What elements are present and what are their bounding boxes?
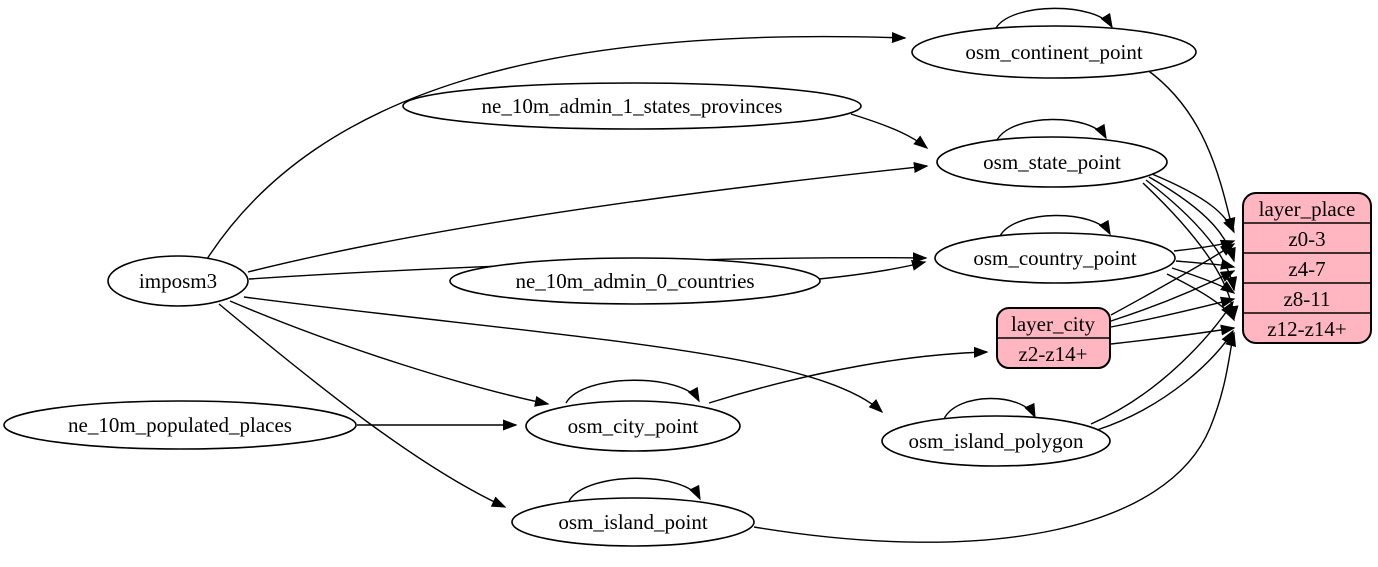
node-osm-city-point-label: osm_city_point [568,414,699,438]
node-osm-city-point: osm_city_point [525,400,741,452]
edge-osm-continent-point-to-layer-place-z0-3 [1145,68,1236,233]
node-osm-country-point-label: osm_country_point [973,246,1136,270]
edge-layer-city-to-layer-place-z4-7 [1110,270,1236,322]
edges-layer [206,7,1239,543]
node-osm-state-point-label: osm_state_point [983,150,1121,174]
node-layer-city: layer_city z2-z14+ [996,307,1111,369]
nodes-layer: imposm3 ne_10m_admin_1_states_provinces … [3,25,1372,547]
node-layer-place-row-z12-z14: z12-z14+ [1267,317,1346,341]
node-ne-10m-admin-1-states-provinces-label: ne_10m_admin_1_states_provinces [482,94,783,118]
node-ne-10m-admin-0-countries: ne_10m_admin_0_countries [449,257,821,305]
edge-osm-country-point-to-layer-place-z8-11 [1171,267,1236,294]
node-osm-continent-point-label: osm_continent_point [965,40,1142,64]
edge-self-osm-city-point [565,379,700,404]
edge-osm-island-polygon-to-layer-place-z12-z14 [1096,329,1234,431]
edge-imposm3-to-osm-state-point [247,161,929,273]
node-imposm3: imposm3 [107,255,249,307]
node-osm-continent-point: osm_continent_point [911,25,1197,79]
node-ne-10m-admin-0-countries-label: ne_10m_admin_0_countries [515,269,754,293]
edge-imposm3-to-osm-city-point [229,300,550,407]
edge-osm-state-point-to-layer-place-z0-3 [1151,173,1235,234]
edge-osm-country-point-to-layer-place-z4-7 [1175,258,1236,270]
edge-ne-10m-admin-0-countries-to-osm-country-point [818,259,927,280]
node-osm-country-point: osm_country_point [934,232,1176,284]
edge-self-osm-continent-point [995,7,1113,29]
node-layer-place-row-z4-7: z4-7 [1288,257,1325,281]
node-layer-city-title: layer_city [1011,312,1095,336]
edge-osm-island-polygon-to-layer-place-z8-11 [1090,300,1234,425]
node-layer-city-row-z2-z14: z2-z14+ [1019,342,1088,366]
edge-osm-country-point-to-layer-place-z0-3 [1173,239,1236,252]
edge-self-osm-island-point [568,477,701,502]
node-osm-island-polygon-label: osm_island_polygon [908,429,1084,453]
node-osm-island-polygon: osm_island_polygon [881,415,1111,467]
node-ne-10m-admin-1-states-provinces: ne_10m_admin_1_states_provinces [402,82,862,130]
edge-osm-city-point-to-layer-city [708,346,989,404]
node-osm-state-point: osm_state_point [936,136,1168,188]
edge-layer-city-to-layer-place-z12-z14 [1110,324,1236,345]
edge-self-osm-country-point [999,214,1111,237]
node-ne-10m-populated-places: ne_10m_populated_places [3,400,357,450]
node-layer-place-title: layer_place [1259,197,1356,221]
edge-layer-city-to-layer-place-z8-11 [1110,296,1236,328]
node-layer-place-row-z8-11: z8-11 [1283,287,1330,311]
node-layer-place: layer_place z0-3 z4-7 z8-11 z12-z14+ [1242,192,1372,344]
edge-self-osm-island-polygon [943,397,1036,420]
edge-self-osm-state-point [996,118,1107,141]
node-layer-place-row-z0-3: z0-3 [1288,227,1325,251]
edge-imposm3-to-osm-continent-point [206,32,907,260]
node-osm-island-point-label: osm_island_point [558,510,708,534]
edge-ne-10m-admin-1-states-provinces-to-osm-state-point [850,113,929,149]
edge-osm-island-point-to-layer-place-z12-z14 [753,331,1237,543]
edge-imposm3-to-osm-island-point [218,303,507,508]
node-imposm3-label: imposm3 [139,269,217,293]
node-ne-10m-populated-places-label: ne_10m_populated_places [68,413,292,437]
edge-layer-city-to-layer-place-z0-3 [1110,243,1236,316]
edge-osm-country-point-to-layer-place-z12-z14 [1166,273,1235,322]
node-osm-island-point: osm_island_point [511,497,755,547]
edge-imposm3-to-osm-island-polygon [243,296,884,414]
